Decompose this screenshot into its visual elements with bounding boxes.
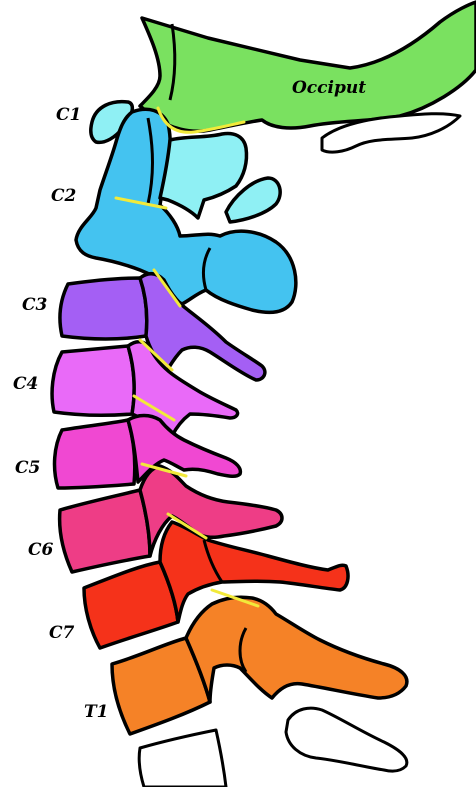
t1-posterior (186, 597, 407, 702)
c5-posterior (128, 416, 240, 483)
label-c2: C2 (51, 186, 77, 206)
label-t1: T1 (84, 702, 108, 722)
c5-body (55, 420, 135, 488)
label-c1: C1 (56, 105, 81, 125)
occiput-bone (140, 2, 476, 131)
c4-body (52, 346, 134, 415)
label-c4: C4 (13, 374, 38, 394)
t2-posterior-outline (286, 708, 407, 771)
c6-body (60, 490, 150, 572)
c3-body (60, 278, 147, 339)
label-c3: C3 (22, 295, 48, 315)
label-c6: C6 (28, 540, 54, 560)
label-occiput: Occiput (292, 78, 366, 98)
label-c5: C5 (15, 458, 40, 478)
t2-body-outline (139, 730, 226, 787)
label-c7: C7 (49, 623, 75, 643)
